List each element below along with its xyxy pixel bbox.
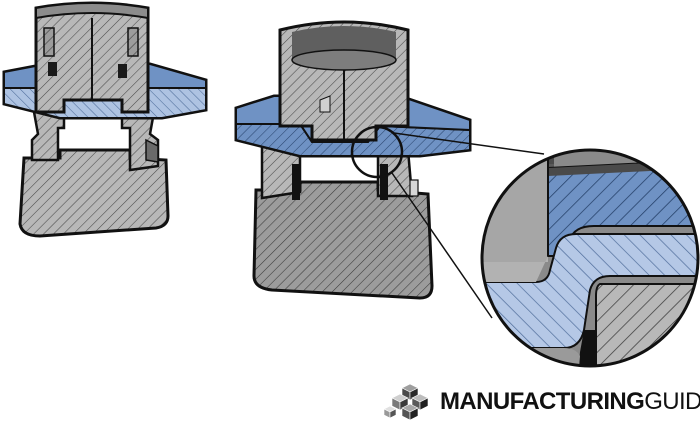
brand-name-strong: MANUFACTURING	[440, 388, 645, 415]
fastener-base-pressed	[252, 180, 434, 300]
brand-logo: MANUFACTURINGGUIDE	[384, 382, 700, 422]
fastener-after-pressing	[234, 20, 472, 300]
cube-stack-logo-icon	[384, 383, 429, 421]
brand-name-light: GUIDE	[644, 388, 700, 415]
detail-indicator-circle	[350, 125, 404, 179]
detail-leader-line-bottom	[391, 172, 493, 319]
brand-wordmark: MANUFACTURINGGUIDE	[440, 388, 700, 416]
magnified-detail-view	[480, 148, 700, 368]
detail-leader-line-top	[393, 132, 545, 155]
fastener-before-pressing	[2, 1, 208, 238]
